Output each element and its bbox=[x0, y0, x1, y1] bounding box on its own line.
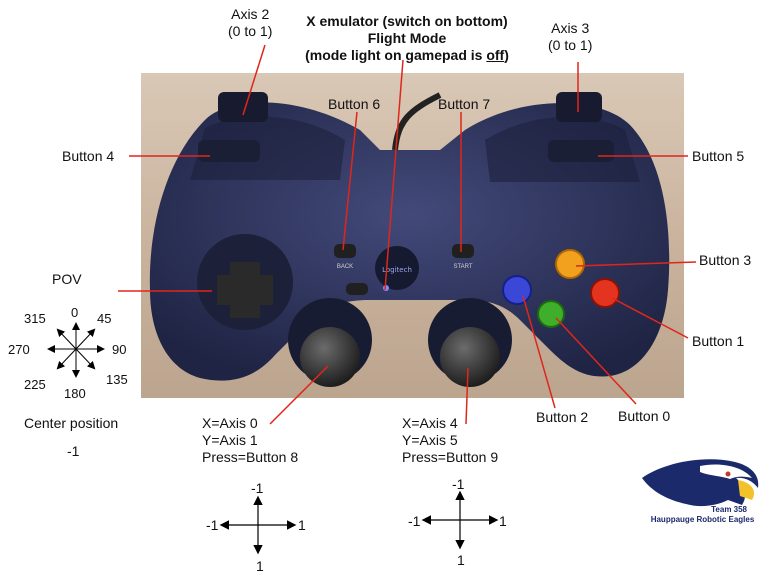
right-axes-cross bbox=[421, 490, 499, 550]
button-2-label: Button 2 bbox=[536, 409, 589, 425]
title-line-1: X emulator (switch on bottom) bbox=[306, 13, 508, 29]
title-line-3-post: ) bbox=[504, 47, 509, 63]
center-position-value: -1 bbox=[67, 443, 80, 459]
button-4-label: Button 4 bbox=[62, 148, 115, 164]
button-6-label: Button 6 bbox=[328, 96, 381, 112]
pov-angle-0: 0 bbox=[71, 305, 79, 320]
pov-angle-180: 180 bbox=[64, 386, 86, 401]
axis-3-label: Axis 3 (0 to 1) bbox=[548, 20, 592, 54]
back-button bbox=[334, 244, 356, 258]
start-button bbox=[452, 244, 474, 258]
mode-button bbox=[346, 283, 368, 295]
right-stick bbox=[440, 327, 500, 387]
right-axis-top: -1 bbox=[452, 476, 465, 492]
left-stick-y: Y=Axis 1 bbox=[202, 432, 258, 448]
pov-angle-90: 90 bbox=[112, 342, 127, 357]
left-axes-cross bbox=[219, 495, 297, 555]
right-stick-y: Y=Axis 5 bbox=[402, 432, 458, 448]
title-line-3-underlined: off bbox=[486, 47, 505, 63]
left-stick-press: Press=Button 8 bbox=[202, 449, 299, 465]
left-axis-top: -1 bbox=[251, 480, 264, 496]
axis-3-name: Axis 3 bbox=[551, 20, 590, 36]
right-trigger bbox=[556, 92, 602, 122]
team-number: Team 358 bbox=[711, 505, 747, 514]
left-stick bbox=[300, 327, 360, 387]
left-stick-mapping: X=Axis 0 Y=Axis 1 Press=Button 8 bbox=[202, 415, 298, 466]
pov-angle-135: 135 bbox=[106, 372, 128, 387]
title-line-3: (mode light on gamepad is off) bbox=[262, 47, 552, 64]
axis-3-range: (0 to 1) bbox=[548, 37, 593, 53]
dpad-cross bbox=[217, 262, 273, 318]
center-position-label: Center position bbox=[24, 415, 119, 431]
axis-2-range: (0 to 1) bbox=[228, 23, 273, 39]
left-bumper bbox=[198, 140, 260, 162]
brand-text: Logitech bbox=[382, 266, 412, 274]
button-3-label: Button 3 bbox=[699, 252, 752, 268]
pov-angle-45: 45 bbox=[97, 311, 112, 326]
right-stick-mapping: X=Axis 4 Y=Axis 5 Press=Button 9 bbox=[402, 415, 498, 466]
button-1-label: Button 1 bbox=[692, 333, 745, 349]
team-logo-text: Team 358 Hauppauge Robotic Eagles bbox=[640, 505, 765, 525]
pov-angle-225: 225 bbox=[24, 377, 46, 392]
start-text: START bbox=[453, 264, 472, 270]
right-stick-press: Press=Button 9 bbox=[402, 449, 499, 465]
right-axis-right: 1 bbox=[499, 513, 507, 529]
right-axis-bottom: 1 bbox=[457, 552, 465, 568]
pov-angle-315: 315 bbox=[24, 311, 46, 326]
back-text: BACK bbox=[337, 264, 353, 270]
button-7-label: Button 7 bbox=[438, 96, 491, 112]
left-axis-right: 1 bbox=[298, 517, 306, 533]
axis-2-label: Axis 2 (0 to 1) bbox=[228, 6, 272, 40]
pov-compass bbox=[47, 322, 105, 378]
title-line-2: Flight Mode bbox=[367, 30, 447, 46]
pov-angle-270: 270 bbox=[8, 342, 30, 357]
button-5-label: Button 5 bbox=[692, 148, 745, 164]
eagle-logo bbox=[642, 459, 759, 507]
diagram-title: X emulator (switch on bottom) Flight Mod… bbox=[262, 13, 552, 64]
right-bumper bbox=[548, 140, 614, 162]
left-axis-left: -1 bbox=[206, 517, 219, 533]
team-name: Hauppauge Robotic Eagles bbox=[650, 515, 755, 524]
right-stick-x: X=Axis 4 bbox=[402, 415, 458, 431]
title-line-3-pre: (mode light on gamepad is bbox=[305, 47, 487, 63]
button-2 bbox=[502, 275, 532, 305]
right-axis-left: -1 bbox=[408, 513, 421, 529]
callout-lines bbox=[118, 44, 697, 425]
left-axis-bottom: 1 bbox=[256, 558, 264, 574]
button-1 bbox=[590, 278, 620, 308]
left-trigger bbox=[218, 92, 268, 122]
button-3 bbox=[555, 249, 585, 279]
left-stick-x: X=Axis 0 bbox=[202, 415, 258, 431]
axis-2-name: Axis 2 bbox=[231, 6, 270, 22]
pov-label: POV bbox=[52, 271, 82, 287]
button-0-label: Button 0 bbox=[618, 408, 671, 424]
